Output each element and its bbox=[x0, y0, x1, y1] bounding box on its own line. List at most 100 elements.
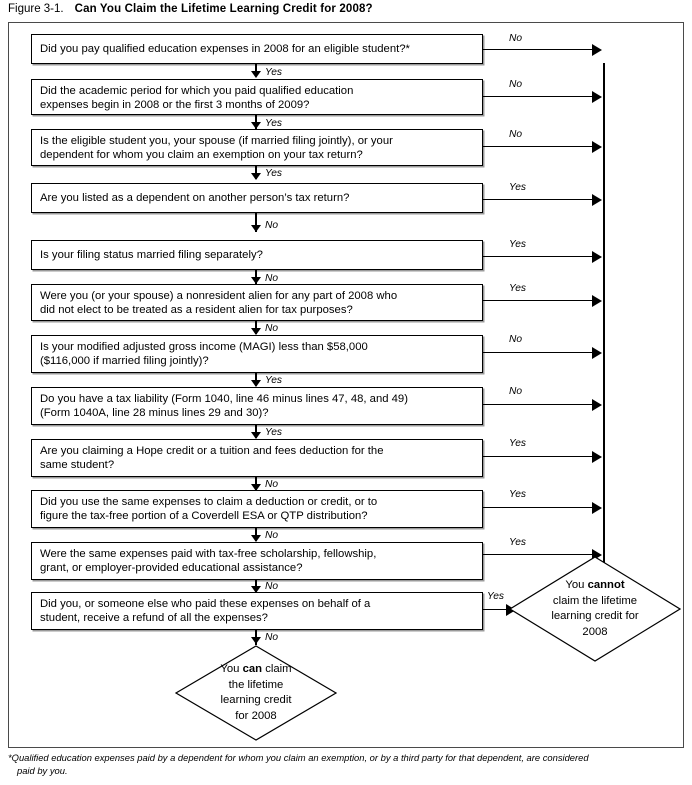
outcome-text-cannot-claim: You cannot claim the lifetime learning c… bbox=[509, 556, 681, 662]
down-line-1 bbox=[255, 64, 257, 76]
down-arrowhead-2 bbox=[251, 122, 261, 129]
outcome-diamond-can-claim[interactable]: You can claim the lifetime learning cred… bbox=[175, 645, 337, 741]
branch-label-8: No bbox=[509, 386, 523, 397]
branch-line-6 bbox=[483, 300, 596, 302]
branch-arrowhead-6 bbox=[592, 295, 602, 307]
question-line: Were the same expenses paid with tax-fre… bbox=[40, 548, 377, 560]
question-box-hope-credit-or-tuition-deduction[interactable]: Are you claiming a Hope credit or a tuit… bbox=[31, 439, 483, 477]
question-box-eligible-student-relationship[interactable]: Is the eligible student you, your spouse… bbox=[31, 129, 483, 166]
question-line: Do you have a tax liability (Form 1040, … bbox=[40, 393, 408, 405]
down-arrowhead-3 bbox=[251, 173, 261, 180]
question-box-listed-as-dependent[interactable]: Are you listed as a dependent on another… bbox=[31, 183, 483, 213]
outcome-line: for 2008 bbox=[235, 709, 277, 722]
down-arrowhead-10 bbox=[251, 535, 261, 542]
down-arrowhead-8 bbox=[251, 432, 261, 439]
branch-arrowhead-9 bbox=[592, 451, 602, 463]
question-line: Is your modified adjusted gross income (… bbox=[40, 341, 368, 353]
down-line-3 bbox=[255, 166, 257, 179]
collector-spine bbox=[603, 63, 605, 576]
branch-label-3: No bbox=[509, 129, 523, 140]
branch-line-12 bbox=[483, 609, 509, 611]
down-arrowhead-7 bbox=[251, 380, 261, 387]
down-label-1: Yes bbox=[265, 67, 282, 78]
outcome-diamond-cannot-claim[interactable]: You cannot claim the lifetime learning c… bbox=[509, 556, 681, 662]
question-line: Were you (or your spouse) a nonresident … bbox=[40, 290, 398, 302]
down-label-12: No bbox=[265, 632, 279, 643]
down-label-4: No bbox=[265, 220, 279, 231]
branch-line-5 bbox=[483, 256, 596, 258]
branch-line-3 bbox=[483, 146, 596, 148]
question-line: expenses begin in 2008 or the first 3 mo… bbox=[40, 99, 310, 112]
branch-label-10: Yes bbox=[509, 489, 526, 500]
branch-arrowhead-11 bbox=[592, 549, 602, 561]
down-label-3: Yes bbox=[265, 168, 282, 179]
outcome-line: the lifetime bbox=[228, 678, 284, 691]
question-box-tax-liability[interactable]: Do you have a tax liability (Form 1040, … bbox=[31, 387, 483, 425]
question-line: Are you listed as a dependent on another… bbox=[40, 192, 350, 204]
branch-arrowhead-8 bbox=[592, 399, 602, 411]
diamond-shape-cannot bbox=[509, 556, 681, 662]
down-line-4 bbox=[255, 213, 257, 232]
down-label-8: Yes bbox=[265, 427, 282, 438]
down-label-7: Yes bbox=[265, 375, 282, 386]
flowchart-frame: Did you pay qualified education expenses… bbox=[8, 22, 684, 748]
question-line: Did you pay qualified education expenses… bbox=[40, 43, 410, 55]
question-line: Did you, or someone else who paid these … bbox=[40, 598, 371, 610]
down-arrowhead-5 bbox=[251, 277, 261, 284]
branch-label-1: No bbox=[509, 33, 523, 44]
question-box-paid-qualified-expenses[interactable]: Did you pay qualified education expenses… bbox=[31, 34, 483, 64]
down-arrowhead-4 bbox=[251, 225, 261, 232]
question-box-tax-free-scholarship[interactable]: Were the same expenses paid with tax-fre… bbox=[31, 542, 483, 580]
branch-label-6: Yes bbox=[509, 283, 526, 294]
question-line: Did you use the same expenses to claim a… bbox=[40, 496, 378, 508]
down-line-7 bbox=[255, 373, 257, 386]
question-line: Did the academic period for which you pa… bbox=[40, 85, 354, 97]
question-line: grant, or employer-provided educational … bbox=[40, 562, 303, 575]
branch-arrowhead-5 bbox=[592, 251, 602, 263]
outcome-line: You cannot bbox=[565, 579, 625, 591]
branch-label-4: Yes bbox=[509, 182, 526, 193]
down-label-5: No bbox=[265, 273, 279, 284]
question-box-refund-of-expenses[interactable]: Did you, or someone else who paid these … bbox=[31, 592, 483, 630]
down-label-6: No bbox=[265, 323, 279, 334]
branch-arrowhead-2 bbox=[592, 91, 602, 103]
branch-label-7: No bbox=[509, 334, 523, 345]
down-arrowhead-1 bbox=[251, 71, 261, 78]
diamond-shape-can bbox=[175, 645, 337, 741]
branch-arrowhead-4 bbox=[592, 194, 602, 206]
question-line: student, receive a refund of all the exp… bbox=[40, 612, 268, 625]
down-label-10: No bbox=[265, 530, 279, 541]
question-box-nonresident-alien[interactable]: Were you (or your spouse) a nonresident … bbox=[31, 284, 483, 321]
branch-line-9 bbox=[483, 456, 596, 458]
branch-label-11: Yes bbox=[509, 537, 526, 548]
outcome-line: learning credit bbox=[220, 694, 292, 706]
branch-label-5: Yes bbox=[509, 239, 526, 250]
question-line: Is your filing status married filing sep… bbox=[40, 249, 263, 261]
down-arrowhead-12 bbox=[251, 637, 261, 644]
footnote-line-2: paid by you. bbox=[17, 764, 68, 776]
outcome-line: You can claim bbox=[220, 663, 292, 675]
question-box-academic-period[interactable]: Did the academic period for which you pa… bbox=[31, 79, 483, 115]
outcome-line: 2008 bbox=[582, 625, 608, 638]
down-line-10 bbox=[255, 528, 257, 541]
branch-label-12: Yes bbox=[487, 591, 504, 602]
branch-arrowhead-3 bbox=[592, 141, 602, 153]
branch-arrowhead-10 bbox=[592, 502, 602, 514]
question-line: Is the eligible student you, your spouse… bbox=[40, 135, 393, 147]
branch-line-8 bbox=[483, 404, 596, 406]
question-line: ($116,000 if married filing jointly)? bbox=[40, 355, 209, 368]
branch-line-7 bbox=[483, 352, 596, 354]
question-box-same-expenses-other-benefit[interactable]: Did you use the same expenses to claim a… bbox=[31, 490, 483, 528]
branch-label-9: Yes bbox=[509, 438, 526, 449]
question-box-magi-threshold[interactable]: Is your modified adjusted gross income (… bbox=[31, 335, 483, 373]
branch-line-1 bbox=[483, 49, 596, 51]
question-line: (Form 1040A, line 28 minus lines 29 and … bbox=[40, 407, 269, 420]
down-line-8 bbox=[255, 425, 257, 438]
branch-arrowhead-7 bbox=[592, 347, 602, 359]
outcome-line: claim the lifetime bbox=[552, 594, 638, 607]
question-box-married-filing-separately[interactable]: Is your filing status married filing sep… bbox=[31, 240, 483, 270]
footnote-line-1: *Qualified education expenses paid by a … bbox=[8, 752, 589, 763]
down-label-11: No bbox=[265, 581, 279, 592]
branch-label-2: No bbox=[509, 79, 523, 90]
down-line-6 bbox=[255, 321, 257, 334]
